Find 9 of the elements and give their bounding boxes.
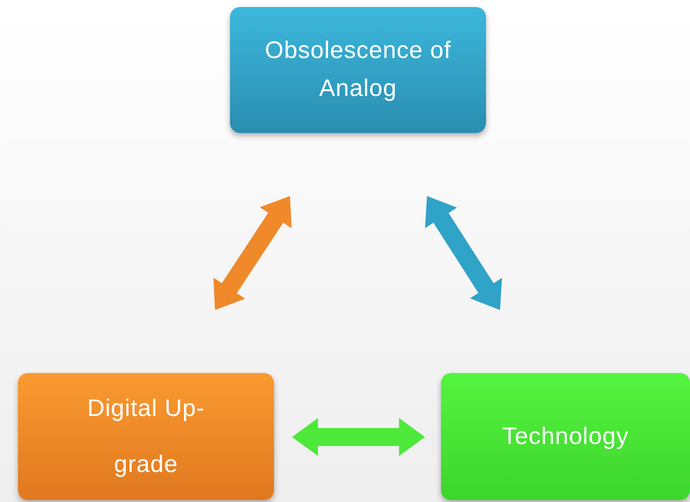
rounded-box	[18, 373, 274, 500]
box-label: Obsolescence of Analog	[264, 36, 452, 104]
double-arrow	[425, 196, 502, 310]
box-label: Technology	[502, 422, 629, 452]
double-arrow	[213, 196, 292, 310]
box-label: Digital Up-grade	[86, 394, 206, 480]
rounded-box	[230, 7, 486, 133]
rounded-box	[441, 373, 690, 500]
double-arrow	[292, 418, 425, 456]
